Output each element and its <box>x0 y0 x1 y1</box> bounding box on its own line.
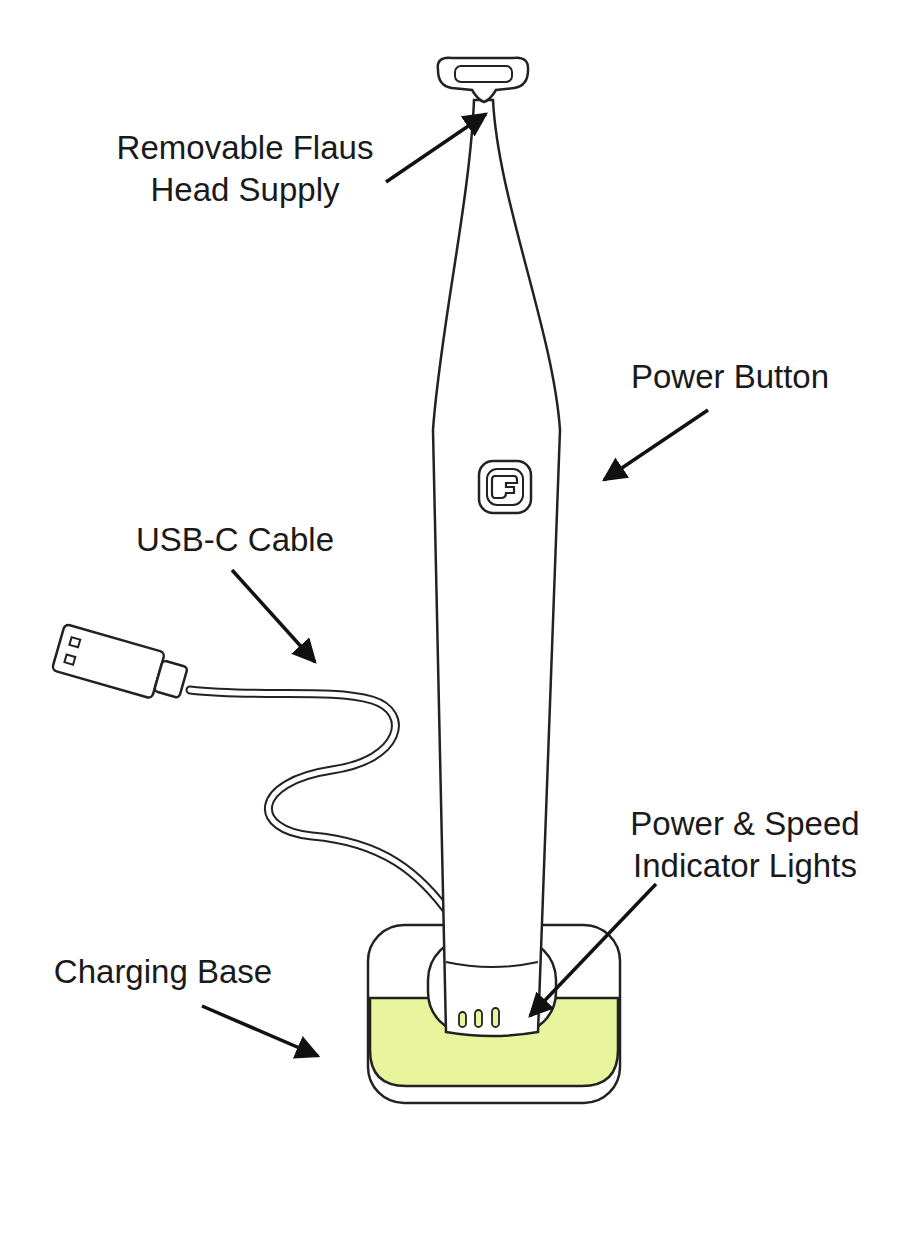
leader-lines <box>202 114 708 1056</box>
part-label: USB-C Cable <box>100 519 370 561</box>
device-handle <box>433 58 560 1036</box>
part-label: Power Button <box>590 356 870 398</box>
part-label: Charging Base <box>8 951 318 993</box>
part-label: Power & Speed Indicator Lights <box>600 803 890 887</box>
part-label: Removable Flaus Head Supply <box>90 127 400 211</box>
usb-cable <box>52 624 452 918</box>
